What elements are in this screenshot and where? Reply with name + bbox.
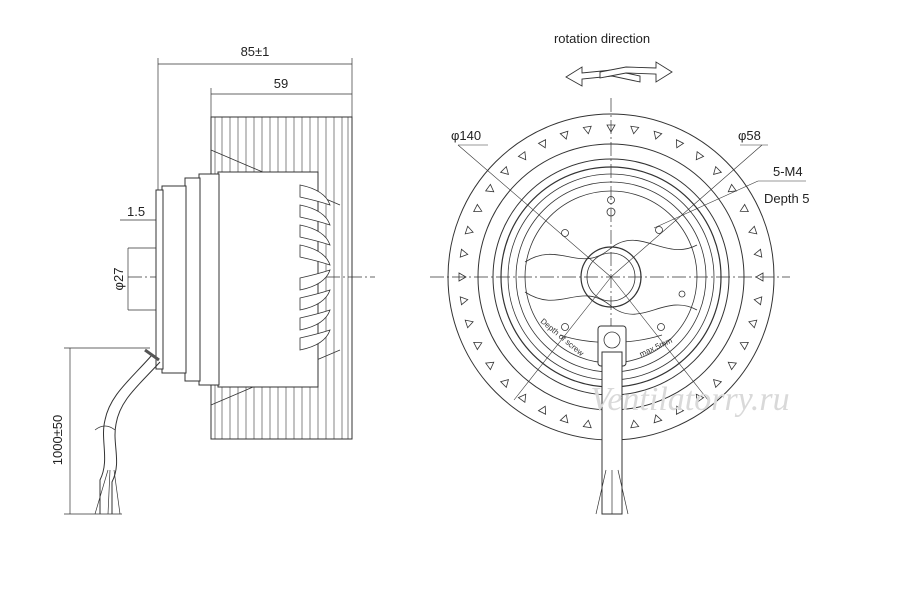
blade-notch xyxy=(537,405,547,415)
blade-notch xyxy=(739,341,749,351)
watermark: Ventilatorry.ru xyxy=(590,381,789,418)
blade-notch xyxy=(713,165,723,175)
blade-notch xyxy=(675,405,685,415)
blade-notch xyxy=(630,419,640,429)
center-hub xyxy=(580,246,642,308)
dim-hub-diameter: φ27 xyxy=(111,268,126,291)
rotation-arrow-right xyxy=(599,61,673,83)
blade-notch xyxy=(459,296,469,306)
blade-notch xyxy=(695,393,705,404)
note-screw-depth: Depth of screw xyxy=(539,317,586,358)
dim-outer-diameter: φ140 xyxy=(451,128,481,143)
screw-spec: 5-M4 xyxy=(773,164,803,179)
blade-notch xyxy=(517,393,527,404)
hub xyxy=(161,185,187,374)
blade-notch xyxy=(464,319,474,329)
blade-notch xyxy=(458,272,467,282)
blade-notch xyxy=(753,296,763,306)
blade-notch xyxy=(739,203,749,213)
blade-notch xyxy=(484,361,495,371)
blade-notches xyxy=(458,124,764,430)
screw-depth: Depth 5 xyxy=(764,191,810,206)
blade-notch xyxy=(653,414,663,424)
blade-notch xyxy=(473,203,483,213)
blade-notch xyxy=(537,139,547,149)
blade-notch xyxy=(559,414,569,424)
blade-notch xyxy=(484,183,495,193)
rotation-label: rotation direction xyxy=(554,31,650,46)
blade-notch xyxy=(748,225,758,235)
blade-notch xyxy=(653,130,663,140)
blade-notch xyxy=(748,319,758,329)
dim-impeller-width: 59 xyxy=(274,76,288,91)
blade-notch xyxy=(755,272,764,282)
blade-notch xyxy=(727,361,738,371)
blade-notch xyxy=(559,130,569,140)
blade-notch xyxy=(606,124,616,133)
blade-notch xyxy=(695,150,705,161)
dim-cable-length: 1000±50 xyxy=(50,415,65,466)
blade-notch xyxy=(675,139,685,149)
blade-notch xyxy=(727,183,738,193)
front-view xyxy=(430,61,806,515)
blade-notch xyxy=(473,341,483,351)
dim-inner-diameter: φ58 xyxy=(738,128,761,143)
blade-notch xyxy=(464,225,474,235)
blade-notch xyxy=(713,379,723,389)
cable xyxy=(99,354,153,514)
blade-notch xyxy=(582,419,592,429)
blade-notch xyxy=(753,248,763,258)
blade-notch xyxy=(499,379,509,389)
blade-notch xyxy=(582,125,592,135)
side-view xyxy=(64,58,375,515)
dim-flange: 1.5 xyxy=(127,204,145,219)
flange xyxy=(198,173,220,386)
note-max: max.5mm xyxy=(638,336,674,359)
blade-notch xyxy=(459,248,469,258)
dim-total-length: 85±1 xyxy=(241,44,270,59)
blade-notch xyxy=(630,125,640,135)
blade-notch xyxy=(517,150,527,161)
blade-notch xyxy=(499,165,509,175)
